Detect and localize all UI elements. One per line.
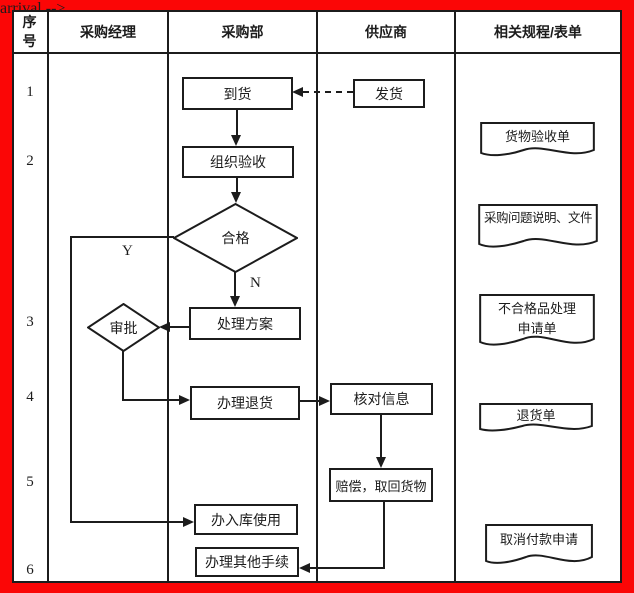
approval-diamond-shape	[87, 303, 160, 352]
node-organize-acceptance: 组织验收	[182, 146, 294, 178]
arrowhead-no-to-plan	[230, 296, 240, 307]
header-purchasing-dept-label: 采购部	[221, 23, 264, 40]
arrowhead-plan-to-approval	[159, 322, 170, 332]
connector-compensate-v	[383, 502, 385, 569]
connector-qualified-no-v	[234, 272, 236, 298]
node-qualified-label: 合格	[221, 230, 250, 246]
node-verify-info: 核对信息	[330, 383, 433, 415]
node-approval-label: 审批	[109, 319, 138, 336]
doc-return-form: 退货单	[479, 403, 593, 437]
doc-cancel-payment-application: 取消付款申请	[485, 524, 593, 570]
header-supplier-label: 供应商	[365, 23, 407, 40]
connector-compensate-h	[309, 567, 385, 569]
node-other-procedures: 办理其他手续	[195, 547, 299, 577]
node-handling-plan-label: 处理方案	[217, 315, 273, 332]
connector-verify-to-compensate	[380, 415, 382, 459]
lane-divider-seq	[47, 10, 49, 583]
header-purchasing-manager-label: 采购经理	[80, 23, 136, 40]
node-compensate-retrieve: 赔偿，取回货物	[329, 468, 433, 502]
connector-approval-v	[122, 351, 124, 401]
branch-label-no: N	[248, 275, 263, 292]
node-handle-return-label: 办理退货	[217, 395, 273, 411]
connector-ship-to-arrival	[303, 91, 353, 93]
connector-plan-to-approval	[168, 326, 189, 328]
row-number-4: 4	[26, 389, 34, 405]
header-supplier: 供应商	[318, 10, 454, 54]
doc-goods-acceptance-form: 货物验收单	[480, 122, 595, 162]
node-warehouse-use: 办入库使用	[194, 504, 298, 535]
connector-return-to-verify	[300, 400, 320, 402]
header-separator	[12, 52, 622, 54]
doc-goods-acceptance-form-label: 货物验收单	[504, 129, 570, 144]
document-shape-icon	[485, 524, 593, 570]
branch-label-yes: Y	[120, 243, 135, 260]
arrowhead-approval-to-return	[179, 395, 190, 405]
row-number-1: 1	[26, 84, 34, 100]
node-compensate-retrieve-label: 赔偿，取回货物	[335, 478, 427, 494]
document-shape-icon	[480, 122, 595, 162]
arrowhead-compensate-to-other	[299, 563, 310, 573]
header-purchasing-dept: 采购部	[169, 10, 316, 54]
node-arrival: 到货	[182, 77, 293, 110]
doc-nonconforming-application-label: 不合格品处理 申请单	[497, 301, 576, 336]
node-handling-plan: 处理方案	[189, 307, 301, 340]
header-related-forms-label: 相关规程/表单	[494, 23, 582, 40]
arrowhead-yes-to-warehouse	[183, 517, 194, 527]
connector-acceptance-to-qualified	[236, 178, 238, 195]
arrowhead-return-to-verify	[319, 396, 330, 406]
header-seq: 序号	[12, 10, 47, 54]
node-qualified-decision: 合格	[173, 203, 298, 273]
row-number-2: 2	[26, 153, 34, 169]
node-organize-acceptance-label: 组织验收	[210, 154, 266, 170]
node-ship: 发货	[353, 79, 425, 108]
lane-divider-supplier	[454, 10, 456, 583]
node-ship-label: 发货	[375, 85, 403, 102]
header-purchasing-manager: 采购经理	[49, 10, 167, 54]
node-approval-decision: 审批	[87, 303, 160, 352]
node-verify-info-label: 核对信息	[353, 391, 410, 407]
header-related-forms: 相关规程/表单	[456, 10, 620, 54]
lane-divider-manager	[167, 10, 169, 583]
row-number-3: 3	[26, 314, 34, 330]
lane-divider-dept	[316, 10, 318, 583]
arrowhead-verify-to-compensate	[376, 457, 386, 468]
document-shape-icon	[478, 204, 598, 254]
document-shape-icon	[479, 294, 595, 354]
header-seq-label: 序号	[22, 14, 37, 49]
row-number-5: 5	[26, 474, 34, 490]
arrowhead-arrival-to-acceptance	[231, 135, 241, 146]
node-warehouse-use-label: 办入库使用	[211, 511, 281, 528]
qualified-diamond-shape	[173, 203, 298, 273]
doc-nonconforming-application: 不合格品处理 申请单	[479, 294, 595, 354]
arrowhead-ship-to-arrival	[292, 87, 303, 97]
connector-arrival-to-acceptance	[236, 110, 238, 138]
doc-cancel-payment-application-label: 取消付款申请	[499, 532, 578, 547]
connector-qualified-yes-h2	[70, 521, 184, 523]
connector-qualified-yes-v	[70, 236, 72, 523]
doc-purchase-problem-description-label: 采购问题说明、文件	[483, 211, 593, 225]
node-arrival-label: 到货	[223, 85, 252, 102]
row-number-6: 6	[26, 562, 34, 578]
node-other-procedures-label: 办理其他手续	[205, 554, 289, 570]
connector-qualified-yes-h1	[70, 236, 174, 238]
arrowhead-acceptance-to-qualified	[231, 192, 241, 203]
document-shape-icon	[479, 403, 593, 437]
doc-return-form-label: 退货单	[516, 408, 556, 423]
connector-approval-h	[122, 399, 180, 401]
doc-purchase-problem-description: 采购问题说明、文件	[478, 204, 598, 254]
node-handle-return: 办理退货	[190, 386, 300, 420]
